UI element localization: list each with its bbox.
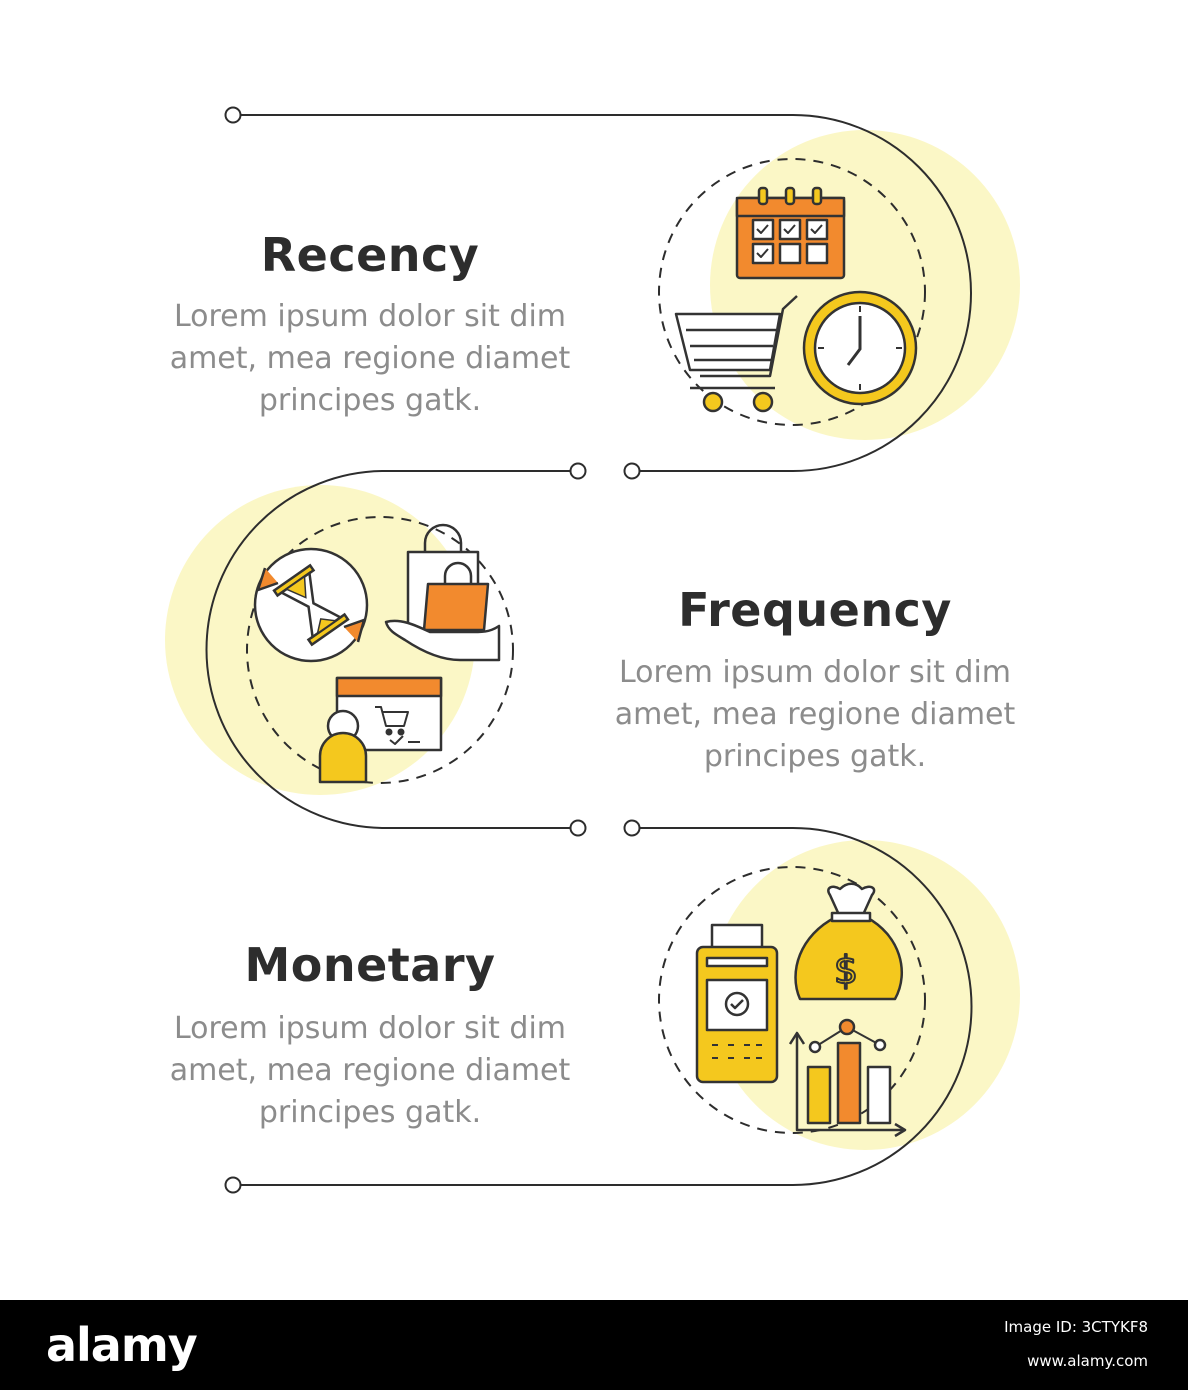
monetary-description: Lorem ipsum dolor sit dim amet, mea regi…	[169, 1011, 571, 1130]
monetary-title: Monetary	[244, 938, 496, 992]
online-shop-user-icon	[318, 676, 443, 784]
svg-text:$: $	[834, 948, 858, 992]
endpoint-start	[224, 106, 242, 124]
site-url: www.alamy.com	[1027, 1352, 1148, 1370]
connector-endpoints	[224, 106, 641, 1194]
brand-logo: alamy	[46, 1318, 198, 1372]
monetary-dashed-ring	[658, 866, 926, 1134]
money-bag-icon: $	[794, 882, 903, 1001]
hourglass-cycle-icon	[253, 547, 369, 663]
endpoint-frequency-top	[569, 462, 587, 480]
endpoint-monetary-left	[623, 819, 641, 837]
image-id: Image ID: 3CTYKF8	[1004, 1318, 1148, 1336]
frequency-title: Frequency	[678, 583, 952, 637]
connector-line	[205, 114, 973, 1186]
bar-chart-icon	[788, 1018, 907, 1138]
payment-terminal-icon	[695, 923, 779, 1084]
connector-diagram: $	[165, 106, 1020, 1194]
frequency-dashed-ring	[246, 516, 514, 784]
recency-dashed-ring	[658, 158, 926, 426]
frequency-description: Lorem ipsum dolor sit dim amet, mea regi…	[614, 655, 1016, 774]
endpoint-end	[224, 1176, 242, 1194]
watermark-footer-bar: alamy Image ID: 3CTYKF8 www.alamy.com	[0, 1300, 1188, 1390]
shopping-bag-hand-icon	[384, 523, 501, 662]
recency-title: Recency	[260, 228, 480, 282]
recency-description: Lorem ipsum dolor sit dim amet, mea regi…	[169, 299, 571, 418]
image-credit: Image ID: 3CTYKF8 www.alamy.com	[1004, 1310, 1148, 1378]
calendar-icon	[735, 186, 846, 280]
clock-icon	[802, 290, 918, 406]
shopping-cart-icon	[674, 295, 798, 413]
endpoint-recency-right	[623, 462, 641, 480]
endpoint-frequency-bottom	[569, 819, 587, 837]
